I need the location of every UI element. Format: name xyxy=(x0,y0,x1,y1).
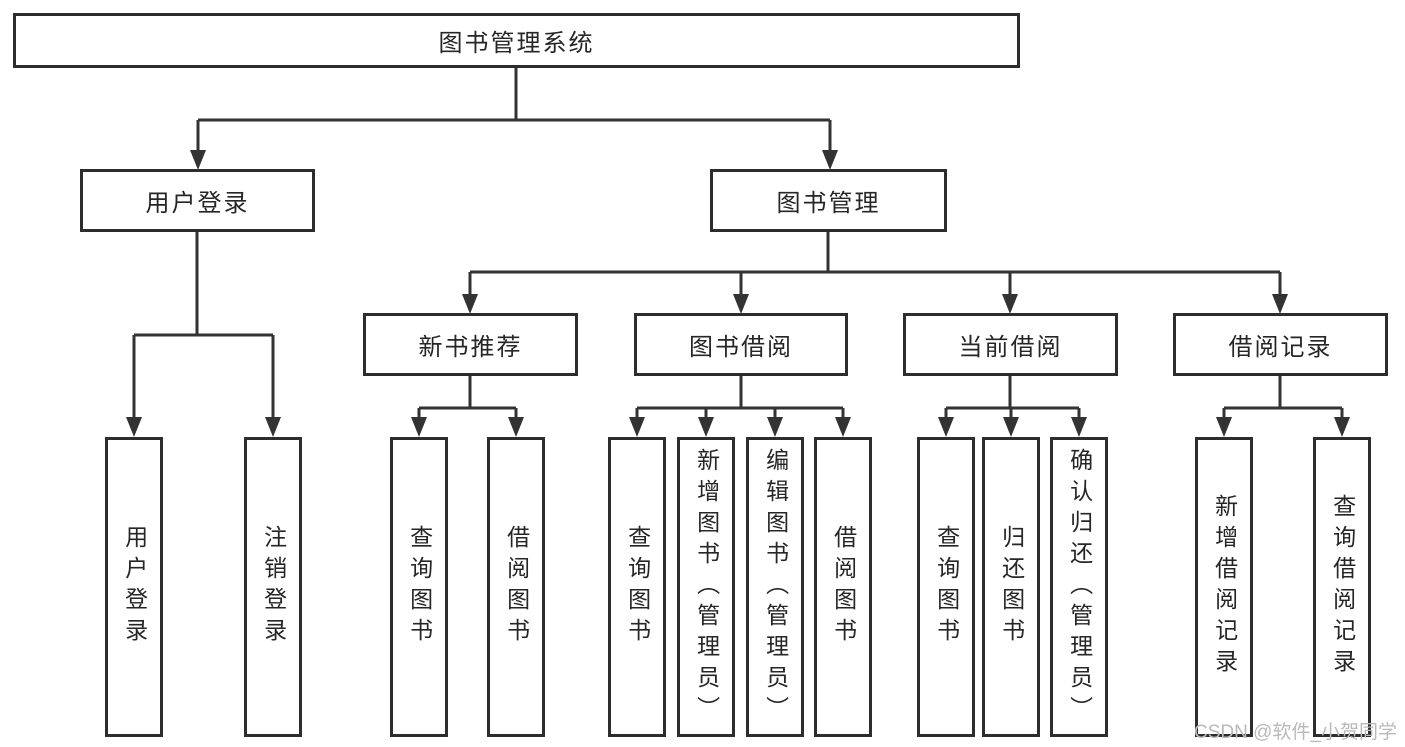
leaf-borrow-borrow-books-label: 借阅图书 xyxy=(830,525,857,649)
leaf-current-return-books-label: 归还图书 xyxy=(998,525,1025,649)
node-new-book-recommend: 新书推荐 xyxy=(363,313,578,376)
node-user-login-label: 用户登录 xyxy=(145,190,250,217)
leaf-borrow-borrow-books: 借阅图书 xyxy=(814,437,872,737)
leaf-borrow-edit-books-admin: 编辑图书（管理员） xyxy=(746,437,804,737)
node-book-borrow: 图书借阅 xyxy=(634,313,848,376)
leaf-current-query-books: 查询图书 xyxy=(917,437,975,737)
node-root-label: 图书管理系统 xyxy=(438,30,595,57)
arrowheads xyxy=(126,150,1350,437)
leaf-current-confirm-return-admin-label: 确认归还（管理员） xyxy=(1066,447,1093,727)
node-current-borrow: 当前借阅 xyxy=(903,313,1118,376)
leaf-recommend-borrow-books: 借阅图书 xyxy=(487,437,545,737)
leaf-logout-label: 注销登录 xyxy=(260,525,287,649)
leaf-borrow-edit-books-admin-label: 编辑图书（管理员） xyxy=(762,447,789,727)
leaf-current-return-books: 归还图书 xyxy=(982,437,1040,737)
leaf-recommend-borrow-books-label: 借阅图书 xyxy=(503,525,530,649)
leaf-records-add-record-label: 新增借阅记录 xyxy=(1211,494,1238,680)
leaf-records-query-record-label: 查询借阅记录 xyxy=(1329,494,1356,680)
leaf-logout: 注销登录 xyxy=(244,437,302,737)
node-borrow-records-label: 借阅记录 xyxy=(1228,334,1333,361)
node-book-management-label: 图书管理 xyxy=(776,190,881,217)
leaf-borrow-query-books-label: 查询图书 xyxy=(624,525,651,649)
leaf-borrow-query-books: 查询图书 xyxy=(608,437,666,737)
node-book-management: 图书管理 xyxy=(710,169,947,232)
leaf-user-login: 用户登录 xyxy=(105,437,163,737)
node-new-book-recommend-label: 新书推荐 xyxy=(418,334,523,361)
leaf-current-query-books-label: 查询图书 xyxy=(933,525,960,649)
leaf-current-confirm-return-admin: 确认归还（管理员） xyxy=(1050,437,1108,737)
node-current-borrow-label: 当前借阅 xyxy=(958,334,1063,361)
watermark-text: CSDN @软件_小贺同学 xyxy=(1194,722,1397,743)
node-book-borrow-label: 图书借阅 xyxy=(689,334,793,361)
node-borrow-records: 借阅记录 xyxy=(1173,313,1388,376)
leaf-user-login-label: 用户登录 xyxy=(121,525,148,649)
leaf-recommend-query-books: 查询图书 xyxy=(390,437,448,737)
node-user-login: 用户登录 xyxy=(80,169,315,232)
leaf-records-add-record: 新增借阅记录 xyxy=(1195,437,1253,737)
leaf-records-query-record: 查询借阅记录 xyxy=(1313,437,1371,737)
leaf-recommend-query-books-label: 查询图书 xyxy=(406,525,433,649)
leaf-borrow-add-books-admin: 新增图书（管理员） xyxy=(677,437,735,737)
node-root: 图书管理系统 xyxy=(13,13,1020,68)
leaf-borrow-add-books-admin-label: 新增图书（管理员） xyxy=(693,447,720,727)
